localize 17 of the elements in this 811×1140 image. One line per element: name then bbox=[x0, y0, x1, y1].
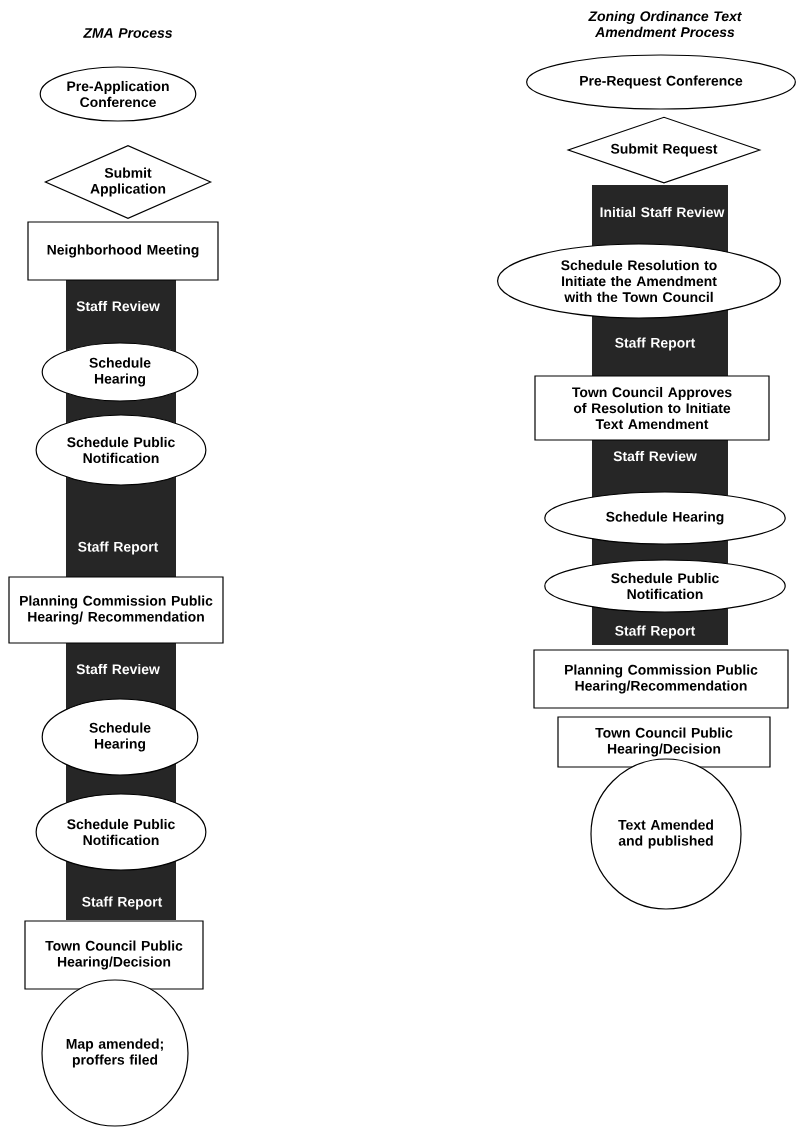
band-label: Staff Report bbox=[615, 625, 696, 639]
process-box: Planning Commission Public Hearing/ Recommendation bbox=[8, 576, 224, 644]
band-label: Staff Review bbox=[76, 663, 160, 675]
band-label: Staff Review bbox=[613, 450, 697, 462]
process-box: Town Council Public Hearing/Decision bbox=[557, 716, 771, 768]
band-label: Staff Report bbox=[78, 541, 159, 555]
column-heading: Zoning Ordinance Text Amendment Process bbox=[588, 10, 742, 38]
process-box: Town Council Public Hearing/Decision bbox=[24, 920, 204, 990]
column-heading: ZMA Process bbox=[83, 28, 173, 38]
band-label: Staff Report bbox=[82, 896, 163, 910]
process-box: Neighborhood Meeting bbox=[27, 221, 219, 281]
node-label: Map amended; proffers filed bbox=[66, 1038, 163, 1068]
band-label: Staff Report bbox=[615, 337, 696, 351]
process-box: Planning Commission Public Hearing/Recommendation bbox=[533, 649, 789, 709]
band-label: Initial Staff Review bbox=[600, 206, 725, 218]
band-label: Staff Review bbox=[76, 300, 160, 312]
process-box: Town Council Approves of Resolution to Initiate Text Amendment bbox=[534, 375, 770, 441]
